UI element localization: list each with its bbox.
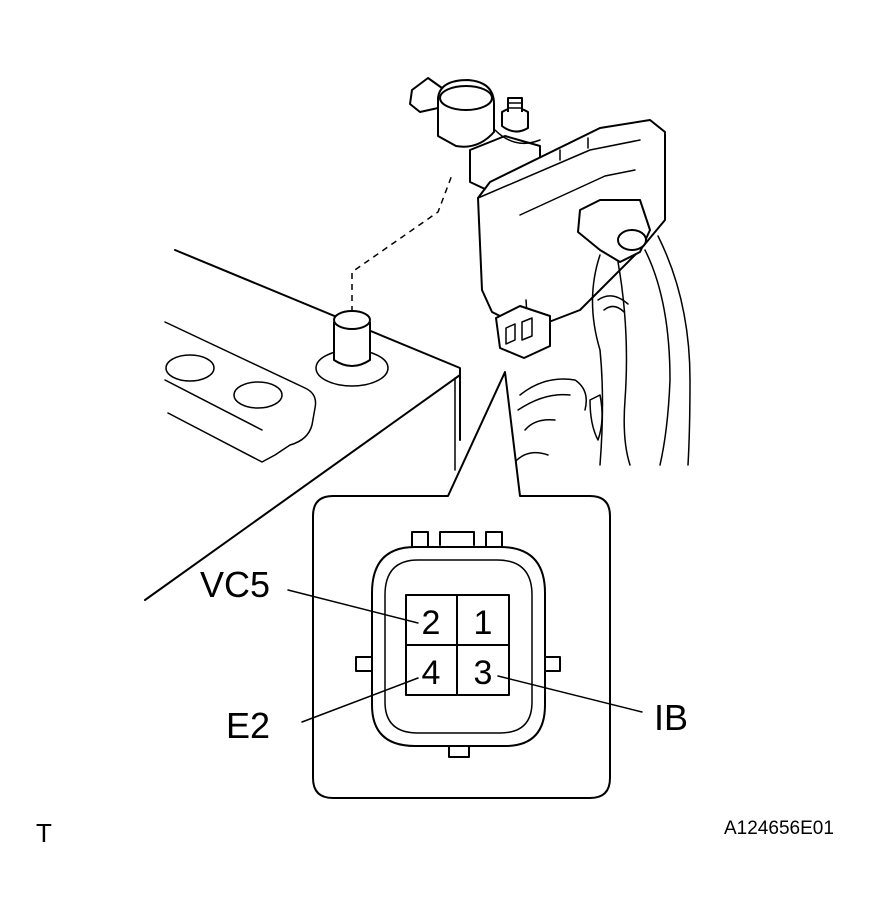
vent-cap-2 [233,381,283,409]
label-vc5: VC5 [200,564,270,605]
label-e2: E2 [226,705,270,746]
battery-terminal-post [315,310,389,387]
leader-vc5 [287,589,419,624]
label-ib: IB [654,697,688,738]
pin-3: 3 [474,654,493,692]
pin-1: 1 [474,604,493,642]
corner-mark: T [36,818,52,848]
wire-harness [514,378,587,463]
leader-ib [497,675,643,713]
pin-2: 2 [422,604,441,642]
connector-front-view [355,531,561,758]
figure-code: A124656E01 [724,818,834,839]
leader-e2 [301,677,419,723]
battery [144,174,461,601]
battery-cable [577,199,691,466]
current-sensor-body [477,119,666,359]
pin-4: 4 [422,654,441,692]
vent-cap-1 [165,354,215,382]
